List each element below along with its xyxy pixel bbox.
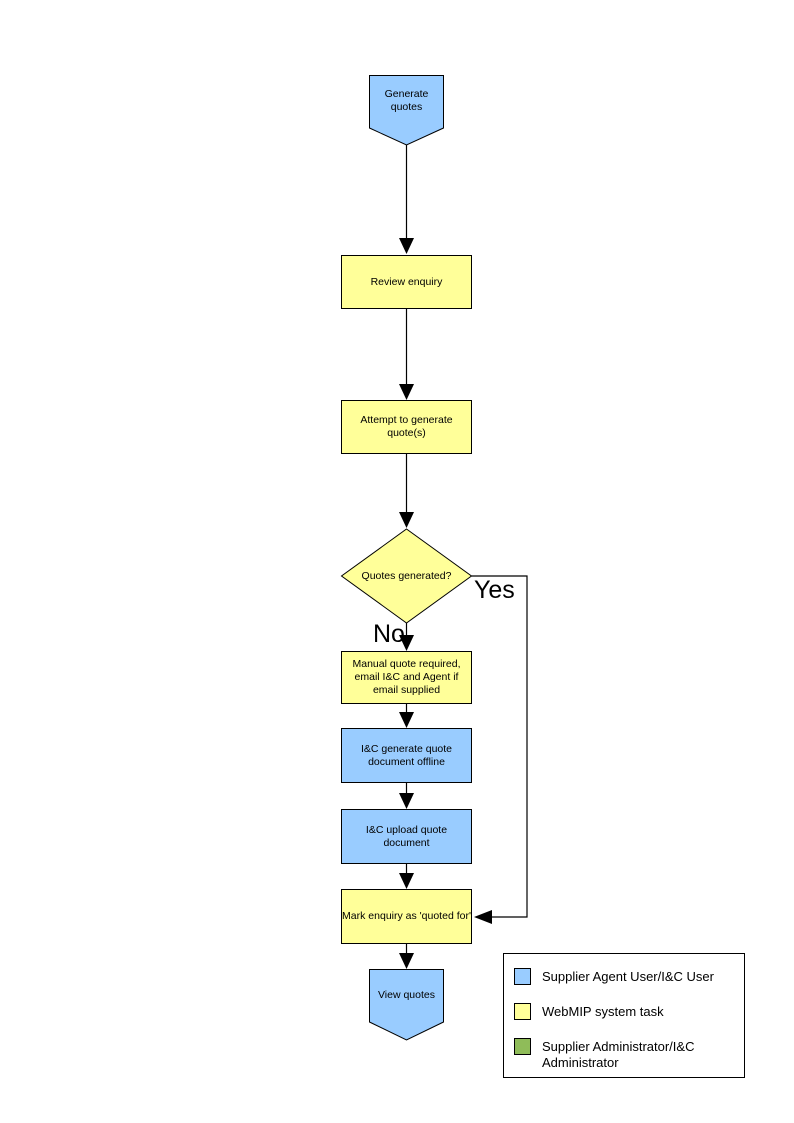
arrowhead-left: [474, 910, 492, 924]
legend-item-webmip-system-task: WebMIP system task: [514, 1003, 736, 1020]
offpage-connector-start-shape: [369, 75, 444, 146]
node-label-attempt-generate: Attempt to generate quote(s): [360, 414, 453, 439]
node-label-mark-quoted: Mark enquiry as 'quoted for': [342, 910, 471, 922]
node-label-generate-quotes: Generate quotes: [384, 88, 429, 113]
arrowhead-down: [399, 512, 414, 528]
arrowhead-down: [399, 384, 414, 400]
branch-label-yes: Yes: [474, 576, 515, 604]
node-label-generate-offline: I&C generate quote document offline: [360, 742, 453, 768]
decision-diamond-shape: [340, 528, 473, 624]
node-review-enquiry: Review enquiry: [341, 255, 472, 309]
node-label-view-quotes: View quotes: [377, 988, 435, 1001]
node-label-upload-document: I&C upload quote document: [365, 823, 448, 849]
arrowhead-down: [399, 635, 414, 651]
legend: Supplier Agent User/I&C User WebMIP syst…: [503, 953, 745, 1078]
legend-item-supplier-agent-user: Supplier Agent User/I&C User: [514, 968, 736, 985]
node-mark-quoted: Mark enquiry as 'quoted for': [341, 889, 472, 944]
arrowhead-down: [399, 712, 414, 728]
branch-label-no: No: [373, 620, 405, 648]
arrowhead-down: [399, 793, 414, 809]
node-attempt-generate: Attempt to generate quote(s): [341, 400, 472, 454]
node-generate-offline: I&C generate quote document offline: [341, 728, 472, 783]
legend-item-supplier-administrator: Supplier Administrator/I&C Administrator: [514, 1038, 736, 1071]
legend-label: WebMIP system task: [542, 1004, 664, 1019]
legend-swatch-yellow: [514, 1003, 531, 1020]
offpage-connector-end-shape: [369, 969, 444, 1041]
legend-swatch-green: [514, 1038, 531, 1055]
node-manual-quote: Manual quote required, email I&C and Age…: [341, 651, 472, 704]
node-label-review-enquiry: Review enquiry: [370, 275, 443, 288]
yes-branch-line: [471, 575, 528, 918]
arrowhead-down: [399, 238, 414, 254]
node-upload-document: I&C upload quote document: [341, 809, 472, 864]
legend-label: Supplier Administrator/I&C Administrator: [542, 1039, 695, 1070]
flow-connectors: [405, 145, 528, 955]
node-label-manual-quote: Manual quote required, email I&C and Age…: [352, 658, 461, 696]
arrowheads: [399, 238, 492, 969]
legend-swatch-blue: [514, 968, 531, 985]
arrowhead-down: [399, 953, 414, 969]
legend-label: Supplier Agent User/I&C User: [542, 969, 714, 984]
arrowhead-down: [399, 873, 414, 889]
node-label-quotes-generated: Quotes generated?: [361, 569, 452, 582]
